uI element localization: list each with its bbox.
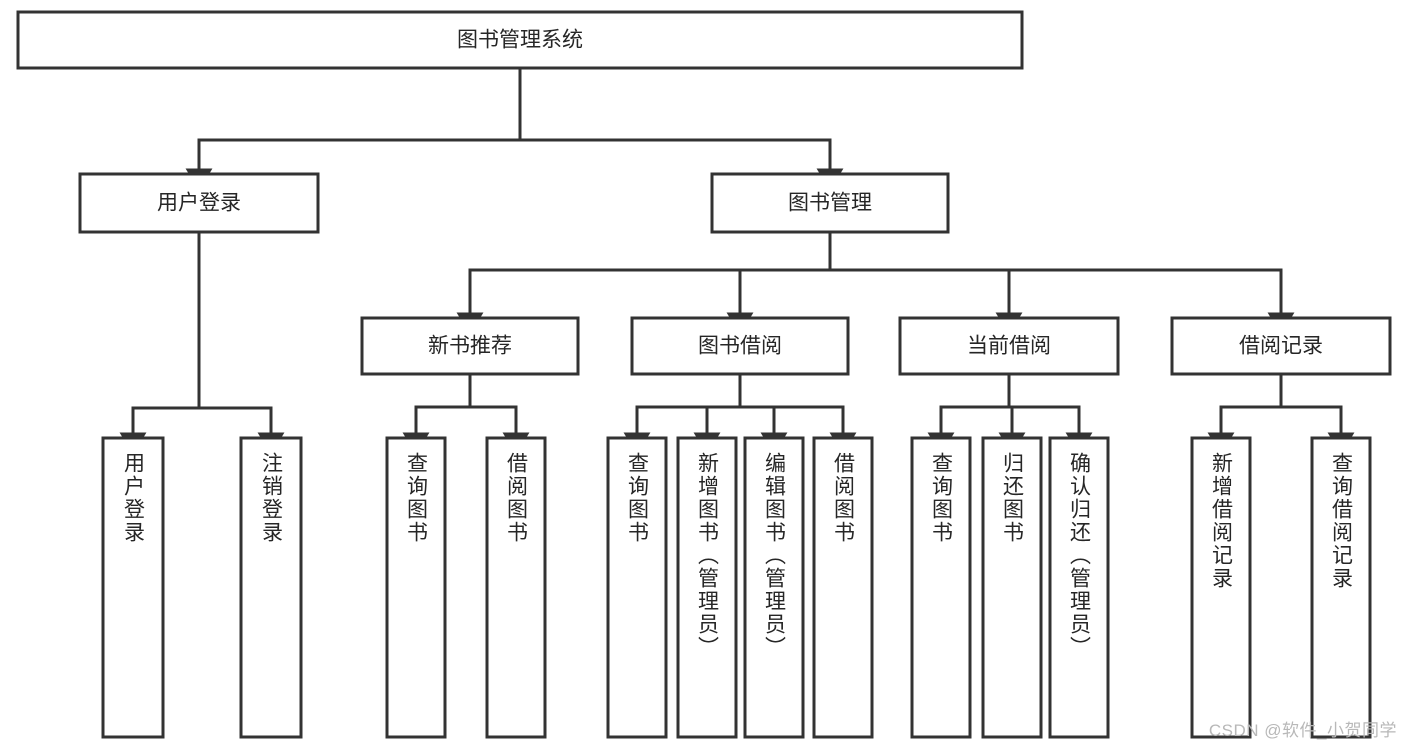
- node-label-level3-0: 新书推荐: [428, 335, 512, 358]
- node-box-leaf-11[interactable]: [1190, 436, 1252, 739]
- node-box-leaf-4[interactable]: [606, 436, 668, 739]
- watermark-text: CSDN @软件_小贺同学: [1208, 721, 1397, 740]
- node-label-level3-2: 当前借阅: [967, 335, 1051, 358]
- node-box-leaf-10[interactable]: [1048, 436, 1110, 739]
- node-box-level3-3[interactable]: [1170, 316, 1392, 376]
- node-box-level2-0[interactable]: [78, 172, 320, 234]
- node-box-leaf-0[interactable]: [101, 436, 165, 739]
- node-box-leaf-7[interactable]: [812, 436, 874, 739]
- node-box-leaf-5[interactable]: [676, 436, 738, 739]
- node-box-leaf-12[interactable]: [1310, 436, 1372, 739]
- node-label-level3-3: 借阅记录: [1239, 335, 1323, 358]
- node-label-level2-1: 图书管理: [788, 192, 872, 215]
- node-box-level2-1[interactable]: [710, 172, 950, 234]
- node-box-leaf-3[interactable]: [485, 436, 547, 739]
- node-box-leaf-6[interactable]: [743, 436, 805, 739]
- node-box-leaf-2[interactable]: [385, 436, 447, 739]
- node-box-level3-2[interactable]: [898, 316, 1120, 376]
- connectors-layer: [119, 66, 1355, 455]
- boxes-layer: [16, 10, 1392, 739]
- node-label-level2-0: 用户登录: [157, 192, 241, 215]
- node-box-level3-0[interactable]: [360, 316, 580, 376]
- node-label-level3-1: 图书借阅: [698, 335, 782, 358]
- node-label-root: 图书管理系统: [457, 29, 583, 52]
- node-box-leaf-9[interactable]: [981, 436, 1043, 739]
- node-box-leaf-8[interactable]: [910, 436, 972, 739]
- node-box-level3-1[interactable]: [630, 316, 850, 376]
- node-box-leaf-1[interactable]: [239, 436, 303, 739]
- node-box-root[interactable]: [16, 10, 1024, 70]
